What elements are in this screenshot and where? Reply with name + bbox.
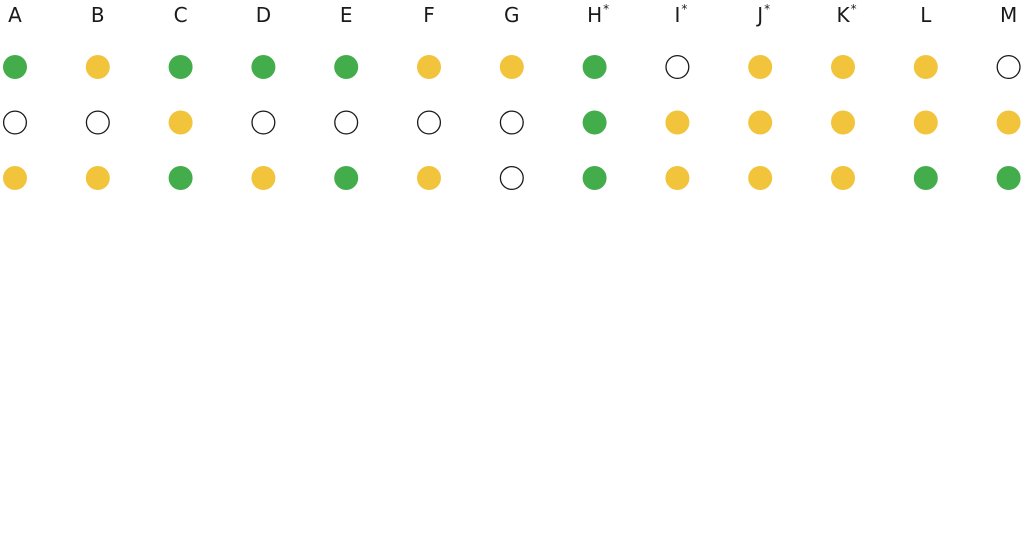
column-label-m: M <box>1000 3 1017 27</box>
dot-yellow-r3-i <box>665 166 690 190</box>
dot-yellow-r2-l <box>913 110 938 135</box>
column-label-f: F <box>423 3 435 27</box>
dot-yellow-r3-b <box>85 166 110 190</box>
dot-green-r3-l <box>913 166 938 190</box>
column-label-h: H <box>587 3 602 27</box>
dot-empty-r2-g <box>499 110 524 135</box>
dot-green-r1-d <box>251 55 276 79</box>
column-label-b: B <box>91 3 105 27</box>
dot-yellow-r3-a <box>3 166 27 190</box>
dot-empty-r2-a <box>2 110 28 135</box>
dot-yellow-r2-c <box>168 110 193 135</box>
dot-empty-r1-m <box>996 54 1021 80</box>
column-label-c: C <box>174 3 188 27</box>
column-label-i: I <box>674 3 680 27</box>
column-label-e: E <box>340 3 353 27</box>
column-label-a: A <box>8 3 22 27</box>
column-label-d: D <box>256 3 271 27</box>
dot-yellow-r3-k <box>831 166 855 190</box>
column-star-i: * <box>681 2 687 16</box>
dot-yellow-r2-k <box>831 110 855 135</box>
dot-green-r1-a <box>3 55 27 79</box>
dot-empty-r3-g <box>499 165 524 191</box>
dot-empty-r2-b <box>85 110 110 135</box>
column-label-k: K <box>836 3 850 27</box>
dot-yellow-r3-j <box>748 166 773 190</box>
dot-yellow-r2-m <box>996 110 1021 135</box>
dot-empty-r2-f <box>416 110 442 135</box>
dot-yellow-r1-j <box>748 55 773 79</box>
dot-green-r3-h <box>582 166 607 190</box>
dot-green-r2-h <box>582 110 607 135</box>
column-label-l: L <box>920 3 932 27</box>
dot-green-r3-m <box>996 166 1021 190</box>
status-dots <box>2 54 1021 191</box>
dot-yellow-r3-d <box>251 166 276 190</box>
dot-green-r1-c <box>168 55 193 79</box>
dot-yellow-r1-g <box>499 55 524 79</box>
dot-green-r3-e <box>334 166 359 190</box>
dot-green-r1-h <box>582 55 607 79</box>
dot-empty-r2-d <box>251 110 276 135</box>
column-star-h: * <box>603 2 609 16</box>
dot-empty-r1-i <box>665 54 690 80</box>
dot-yellow-r1-k <box>831 55 855 79</box>
dot-yellow-r2-i <box>665 110 690 135</box>
dot-yellow-r1-l <box>913 55 938 79</box>
column-star-k: * <box>851 2 857 16</box>
dot-yellow-r2-j <box>748 110 773 135</box>
column-label-j: J <box>755 3 763 27</box>
dot-green-r1-e <box>334 55 359 79</box>
dot-yellow-r1-b <box>85 55 110 79</box>
column-label-g: G <box>504 3 520 27</box>
dot-empty-r2-e <box>334 110 359 135</box>
column-star-j: * <box>764 2 770 16</box>
dot-yellow-r3-f <box>417 166 441 190</box>
dot-green-r3-c <box>168 166 193 190</box>
dot-yellow-r1-f <box>417 55 441 79</box>
